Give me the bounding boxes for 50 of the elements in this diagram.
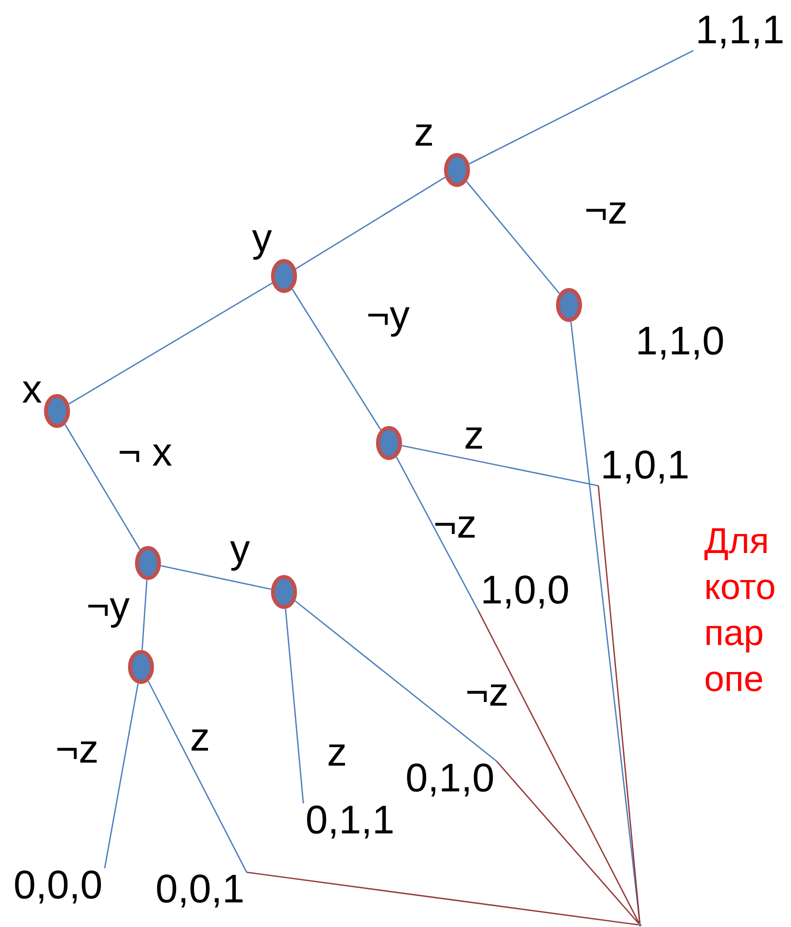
edge-label: z xyxy=(192,729,208,751)
node-label: x xyxy=(22,381,42,403)
tree-node-circle xyxy=(271,259,297,293)
tree-node-circle xyxy=(135,546,161,580)
tree-branch xyxy=(294,600,498,762)
tree-branch xyxy=(104,683,139,868)
edge-label: ¬y xyxy=(368,307,410,337)
leaf-value: 0,0,0 xyxy=(15,870,101,904)
junction-point xyxy=(638,924,642,926)
tree-branch xyxy=(142,580,148,650)
edge-label: ¬z xyxy=(57,741,97,763)
tree-branch xyxy=(68,282,272,405)
edge-label: ¬y xyxy=(88,598,130,628)
tree-branch xyxy=(598,486,640,924)
tree-branch xyxy=(64,424,141,550)
leaf-value: 0,0,1 xyxy=(157,874,243,908)
leaf-value: 1,0,1 xyxy=(604,450,688,484)
tree-branch xyxy=(160,565,272,590)
tree-branch xyxy=(292,288,382,430)
edge-label: ¬z xyxy=(435,516,475,538)
leaf-value: 1,0,0 xyxy=(484,575,568,609)
tree-node-circle xyxy=(44,394,70,428)
edge-label: y xyxy=(230,541,250,571)
tree-branch xyxy=(478,610,640,924)
tree-branch xyxy=(284,608,304,804)
tree-node-circle xyxy=(444,153,470,187)
tree-branch xyxy=(402,445,598,486)
edge-label: z xyxy=(328,744,345,766)
leaf-value: 0,1,0 xyxy=(407,763,493,797)
tree-node-circle xyxy=(128,650,154,684)
tree-branch xyxy=(468,50,694,164)
tree-node-circle xyxy=(556,288,582,322)
edge-label: z xyxy=(466,427,482,449)
tree-branch xyxy=(295,176,446,270)
tree-branch xyxy=(148,680,248,873)
edge-label: z xyxy=(416,124,432,146)
tree-node-circle xyxy=(376,426,402,460)
leaf-value: 1,1,1 xyxy=(698,16,783,48)
edge-label: y xyxy=(252,230,272,260)
edge-label: ¬z xyxy=(467,684,507,706)
tree-node-circle xyxy=(271,575,297,609)
note-text: Для кото пар опе xyxy=(704,528,774,692)
leaf-value: 0,1,1 xyxy=(307,805,393,839)
tree-branch xyxy=(246,872,638,926)
edge-label: ¬ x xyxy=(120,444,172,466)
edge-label: ¬z xyxy=(586,202,626,224)
tree-branch xyxy=(466,181,560,294)
node-label: 1,1,0 xyxy=(638,326,723,360)
tree-branch xyxy=(496,760,640,924)
tree-branch xyxy=(396,456,479,612)
